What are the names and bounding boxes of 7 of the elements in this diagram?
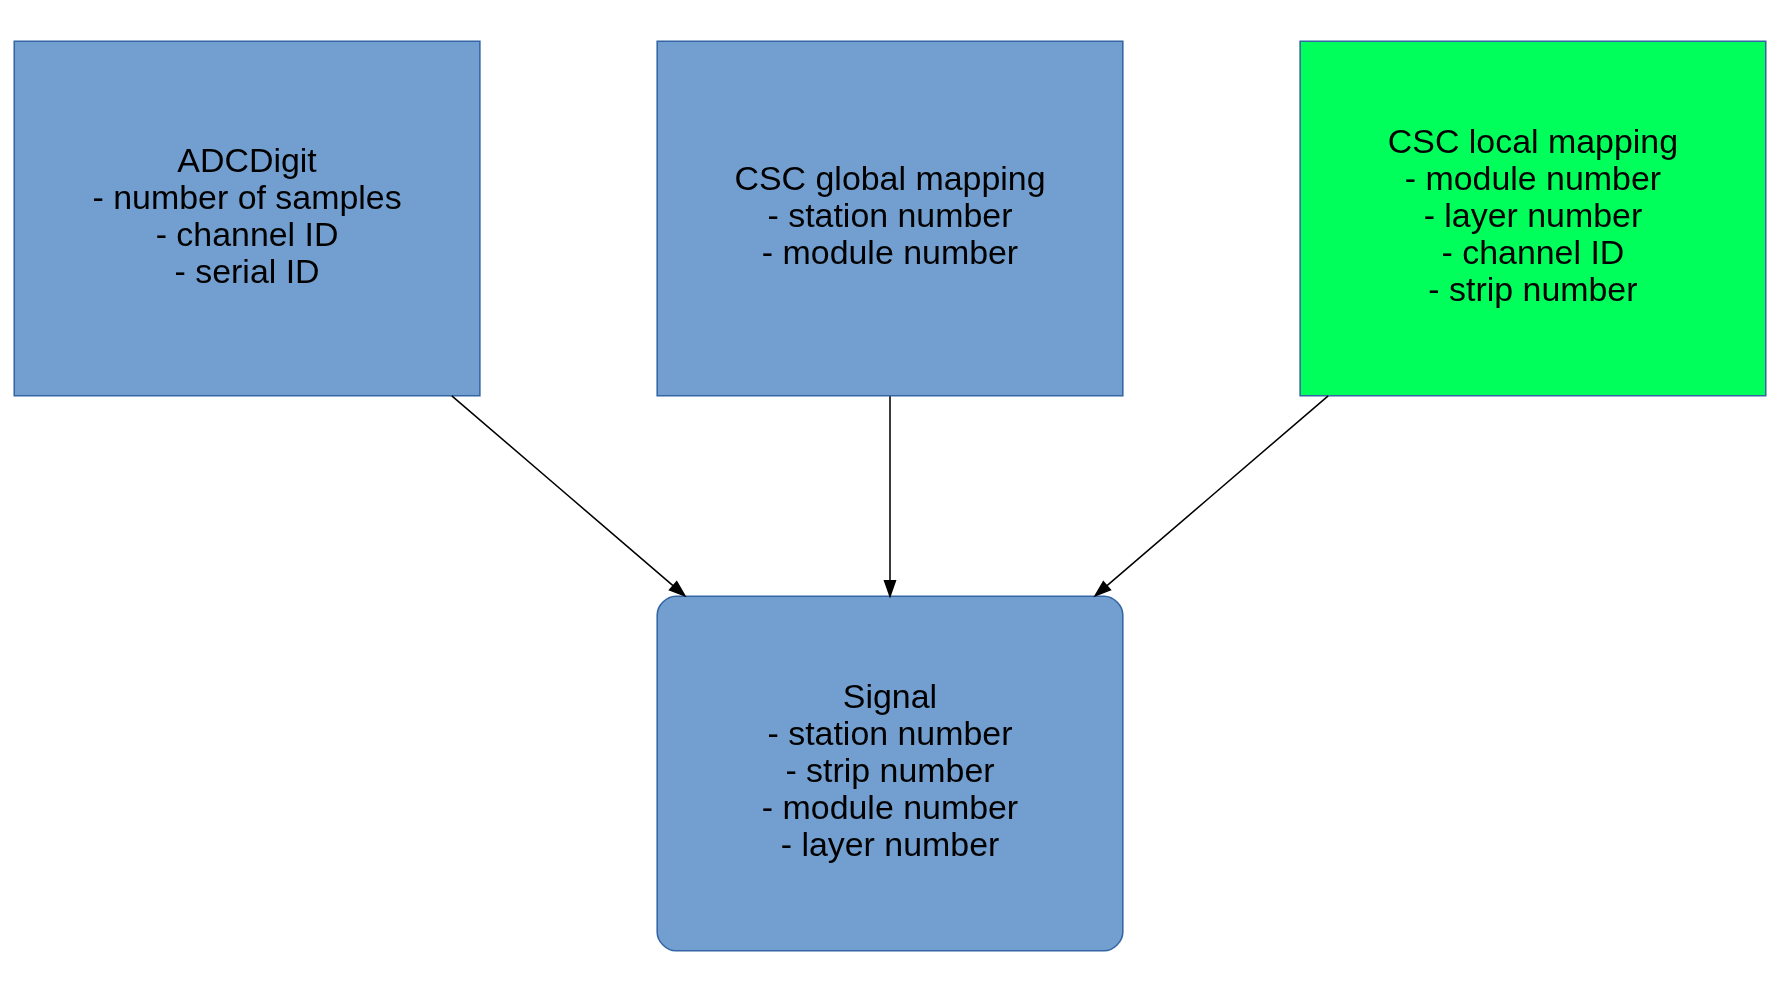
node-box: CSC global mapping - station number - module number (656, 40, 1124, 397)
node-box: CSC local mapping - module number - layer number - channel ID - strip number (1299, 40, 1767, 397)
node-box: ADCDigit - number of samples - channel ID - serial ID (13, 40, 481, 397)
arrow (451, 395, 687, 598)
arrow (1093, 395, 1329, 598)
arrow (883, 395, 897, 599)
node-box: Signal - station number - strip number - module number - layer number (656, 595, 1124, 952)
